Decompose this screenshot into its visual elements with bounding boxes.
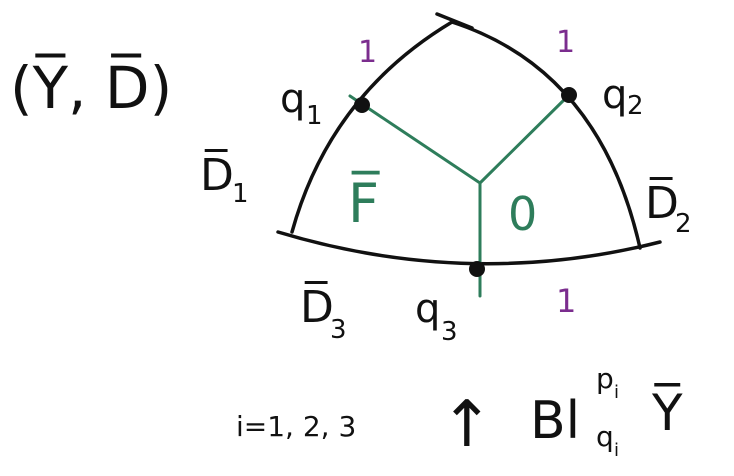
- label-D2: D̅: [645, 175, 679, 229]
- label-q2: q: [602, 72, 627, 118]
- weight-bottom: 1: [556, 282, 576, 320]
- label-zero: 0: [508, 187, 537, 241]
- label-q2-sub: 2: [627, 91, 644, 121]
- node-q2: [561, 87, 577, 103]
- green-edge-q1: [348, 94, 482, 185]
- tick-top: [435, 12, 474, 30]
- index-range: i=1, 2, 3: [236, 410, 356, 443]
- bl-text: Bl: [530, 391, 580, 451]
- bl-superscript-sub: i: [614, 382, 619, 403]
- node-q3: [469, 261, 485, 277]
- y-bar: Y̅: [651, 383, 683, 442]
- curve-D3: [276, 230, 662, 266]
- label-q1-sub: 1: [306, 101, 323, 131]
- label-D3: D̅: [300, 279, 334, 333]
- label-q3-sub: 3: [441, 317, 458, 347]
- curve-D2: [450, 20, 642, 250]
- label-q1: q: [280, 76, 305, 122]
- label-q3: q: [415, 286, 440, 332]
- bl-subscript: q: [596, 420, 614, 453]
- weight-top-right: 1: [556, 25, 575, 60]
- label-D1-sub: 1: [232, 179, 249, 209]
- weight-top-left: 1: [358, 35, 377, 70]
- node-q1: [354, 97, 370, 113]
- label-D2-sub: 2: [675, 209, 692, 239]
- label-D1: D̅: [200, 147, 234, 201]
- curve-D1: [290, 20, 454, 234]
- label-F: F̅: [348, 171, 380, 235]
- bl-superscript: p: [596, 362, 614, 395]
- pair-label: (Y̅, D̅): [10, 52, 172, 122]
- label-D3-sub: 3: [330, 315, 347, 345]
- up-arrow: ↑: [440, 388, 494, 462]
- bl-subscript-sub: i: [614, 440, 619, 461]
- green-edge-q2: [478, 92, 572, 185]
